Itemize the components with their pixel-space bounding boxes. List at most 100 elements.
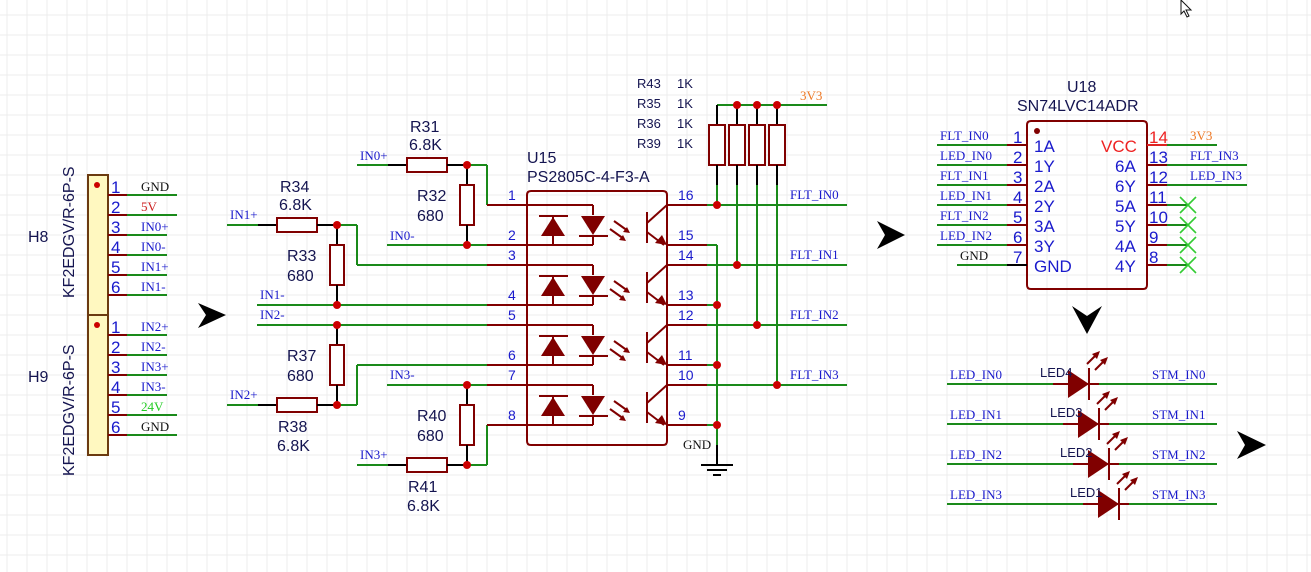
resistor-value: 1K [677, 76, 693, 91]
pin-number: 4 [508, 287, 516, 303]
resistor-r32[interactable] [459, 184, 475, 226]
pin-name: 2A [1034, 177, 1055, 196]
resistor-designator: R32 [417, 188, 446, 205]
resistor-designator: R31 [410, 119, 439, 136]
pin-name: 1Y [1034, 157, 1055, 176]
pin-number: 12 [678, 307, 694, 323]
pin-number: 1 [508, 187, 516, 203]
gnd-label: GND [683, 437, 711, 452]
resistor-r41[interactable] [406, 457, 448, 473]
pin-number: 3 [508, 247, 516, 263]
resistor-r40[interactable] [459, 404, 475, 446]
u18-pin-9[interactable]: 94A [1115, 228, 1197, 256]
net-label: LED_IN0 [950, 367, 1002, 382]
connector-pin-2[interactable]: 2 5V [108, 198, 177, 217]
pin-name: GND [1034, 257, 1072, 276]
resistor-r31[interactable] [406, 157, 448, 173]
resistor-designator: R40 [417, 408, 446, 425]
resistor-r39[interactable] [768, 124, 786, 166]
connector-part: KF2EDGV/R-6P-S [61, 344, 78, 476]
net-label: IN1+ [141, 259, 169, 274]
pin-number: 4 [1013, 188, 1022, 207]
led-designator: LED3 [1050, 405, 1083, 420]
resistor-r35[interactable] [728, 124, 746, 166]
pin-name: 3A [1034, 217, 1055, 236]
resistor-r38[interactable] [276, 397, 318, 413]
net-label: IN1+ [230, 207, 258, 222]
resistor-r43[interactable] [708, 124, 726, 166]
net-label: LED_IN1 [950, 407, 1002, 422]
resistor-r36[interactable] [748, 124, 766, 166]
u18-pin-8[interactable]: 84Y [1115, 248, 1197, 276]
pin-number: 13 [1149, 148, 1168, 167]
pin-number: 2 [111, 338, 120, 357]
resistor-value: 6.8K [407, 498, 440, 515]
resistor-r37[interactable] [329, 344, 345, 386]
diode-icon [541, 217, 565, 236]
optocoupler-u15[interactable]: U15 PS2805C-4-F3-A 123456781615141312111… [508, 150, 707, 446]
diode-icon [541, 397, 565, 416]
connector-pin-2[interactable]: 2 IN2- [108, 338, 167, 357]
pin-number: 14 [678, 247, 694, 263]
pin-number: 1 [1013, 128, 1022, 147]
resistor-designator: R33 [287, 248, 316, 265]
resistor-value: 1K [677, 116, 693, 131]
pin-number: 4 [111, 238, 120, 257]
resistor-r33[interactable] [329, 244, 345, 286]
resistor-designator: R37 [287, 348, 316, 365]
resistor-value: 6.8K [409, 137, 442, 154]
net-label: IN2- [141, 339, 166, 354]
net-label: STM_IN3 [1152, 487, 1205, 502]
led-icon [1068, 370, 1089, 398]
led-icon [1098, 490, 1119, 518]
resistor-r34[interactable] [276, 217, 318, 233]
arrow-right-icon [1237, 431, 1266, 459]
net-label: FLT_IN0 [940, 128, 989, 143]
arrow-right-icon [198, 303, 226, 328]
pin-number: 2 [508, 227, 516, 243]
resistor-designator: R35 [637, 96, 661, 111]
resistor-designator: R34 [280, 179, 309, 196]
net-label: 5V [141, 199, 158, 214]
resistor-value: 1K [677, 96, 693, 111]
net-label: LED_IN3 [950, 487, 1002, 502]
led-emitter-icon [581, 336, 605, 355]
power-net-3v3: 3V3 [800, 88, 822, 103]
resistor-designator: R36 [637, 116, 661, 131]
pin-number: 2 [1013, 148, 1022, 167]
mouse-pointer-icon [1180, 0, 1193, 18]
pin-number: 2 [111, 198, 120, 217]
pin-number: 5 [111, 398, 120, 417]
